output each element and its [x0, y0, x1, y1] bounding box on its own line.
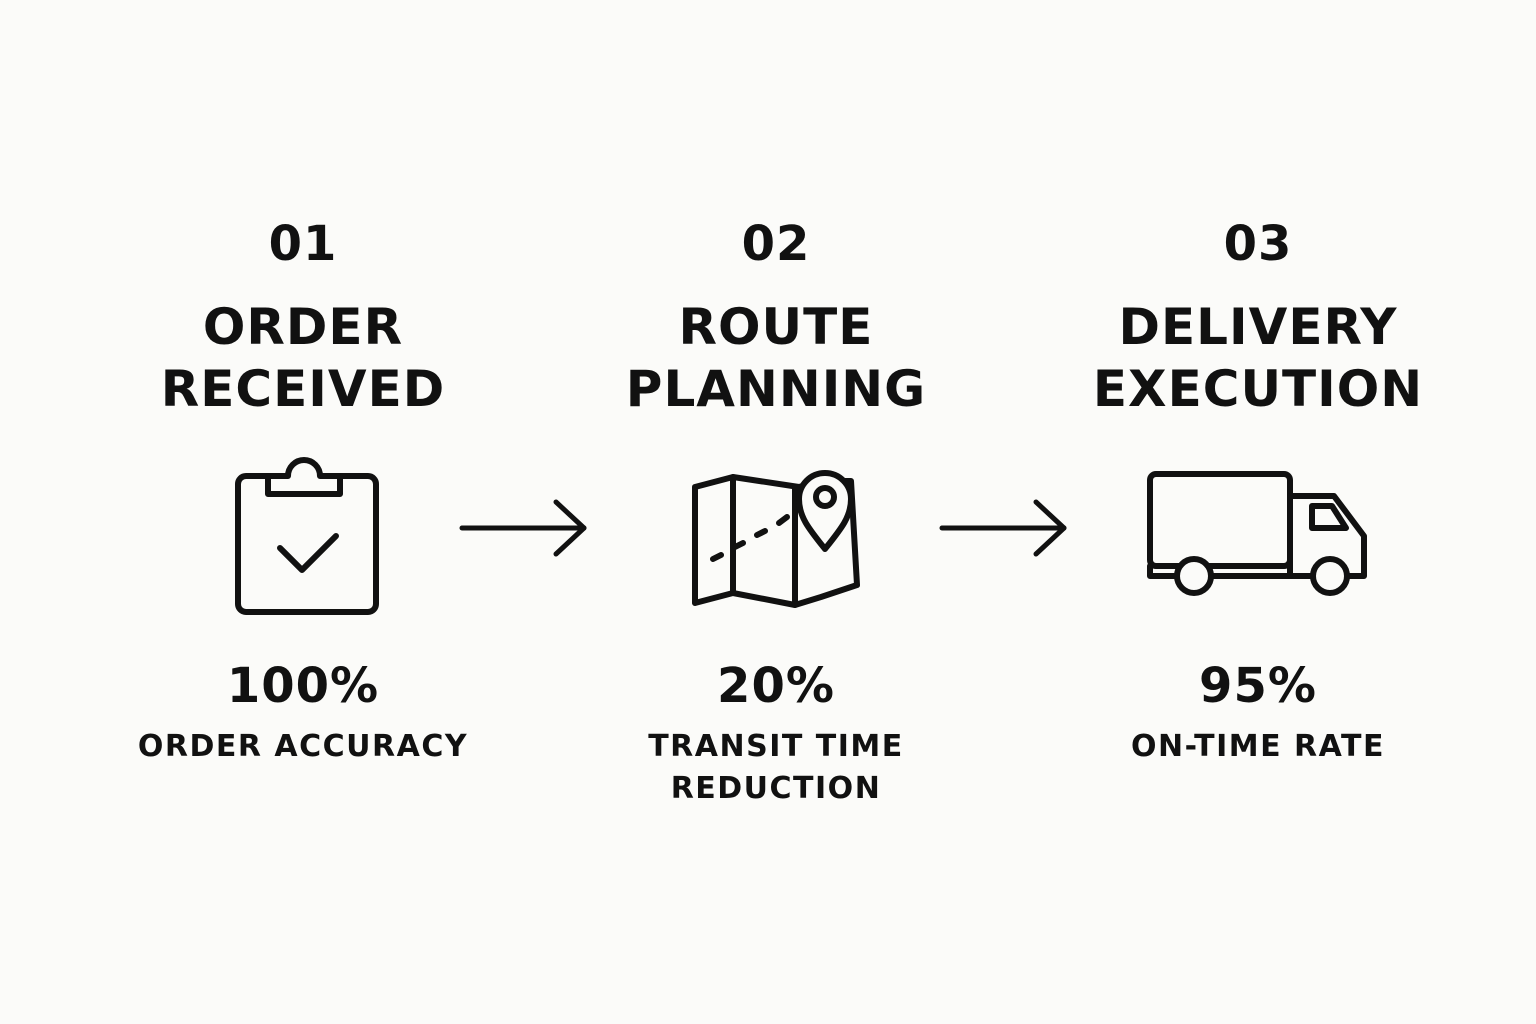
metric-label: TRANSIT TIME REDUCTION [648, 729, 904, 806]
map-pin-icon [666, 450, 886, 620]
step-title: ROUTE PLANNING [626, 296, 926, 420]
step-title-line1: ORDER [202, 298, 404, 356]
step-route-planning: 02 ROUTE PLANNING 20% TRANSIT TIME REDUC… [566, 218, 986, 810]
delivery-truck-icon [1147, 450, 1368, 620]
step-number: 03 [1223, 216, 1293, 272]
metric-label: ORDER ACCURACY [137, 729, 469, 764]
step-title-line1: DELIVERY [1118, 298, 1398, 356]
step-title-line2: RECEIVED [160, 360, 446, 418]
step-order-received: 01 ORDER RECEIVED 100% ORDER ACCURACY [93, 218, 513, 768]
right-arrow-icon [458, 496, 590, 564]
metric-label: ON-TIME RATE [1130, 729, 1385, 764]
step-title-line2: PLANNING [625, 360, 927, 418]
step-number: 02 [741, 216, 811, 272]
step-title-line2: EXECUTION [1092, 360, 1424, 418]
metric-value: 100% [226, 658, 380, 714]
metric-value: 95% [1199, 658, 1317, 714]
step-delivery-execution: 03 DELIVERY EXECUTION 95% ON-TIME RATE [1048, 218, 1468, 768]
step-title-line1: ROUTE [678, 298, 874, 356]
step-title: ORDER RECEIVED [161, 296, 445, 420]
step-title: DELIVERY EXECUTION [1093, 296, 1423, 420]
metric-value: 20% [717, 658, 835, 714]
step-number: 01 [268, 216, 338, 272]
right-arrow-icon [938, 496, 1070, 564]
clipboard-check-icon [193, 450, 413, 620]
